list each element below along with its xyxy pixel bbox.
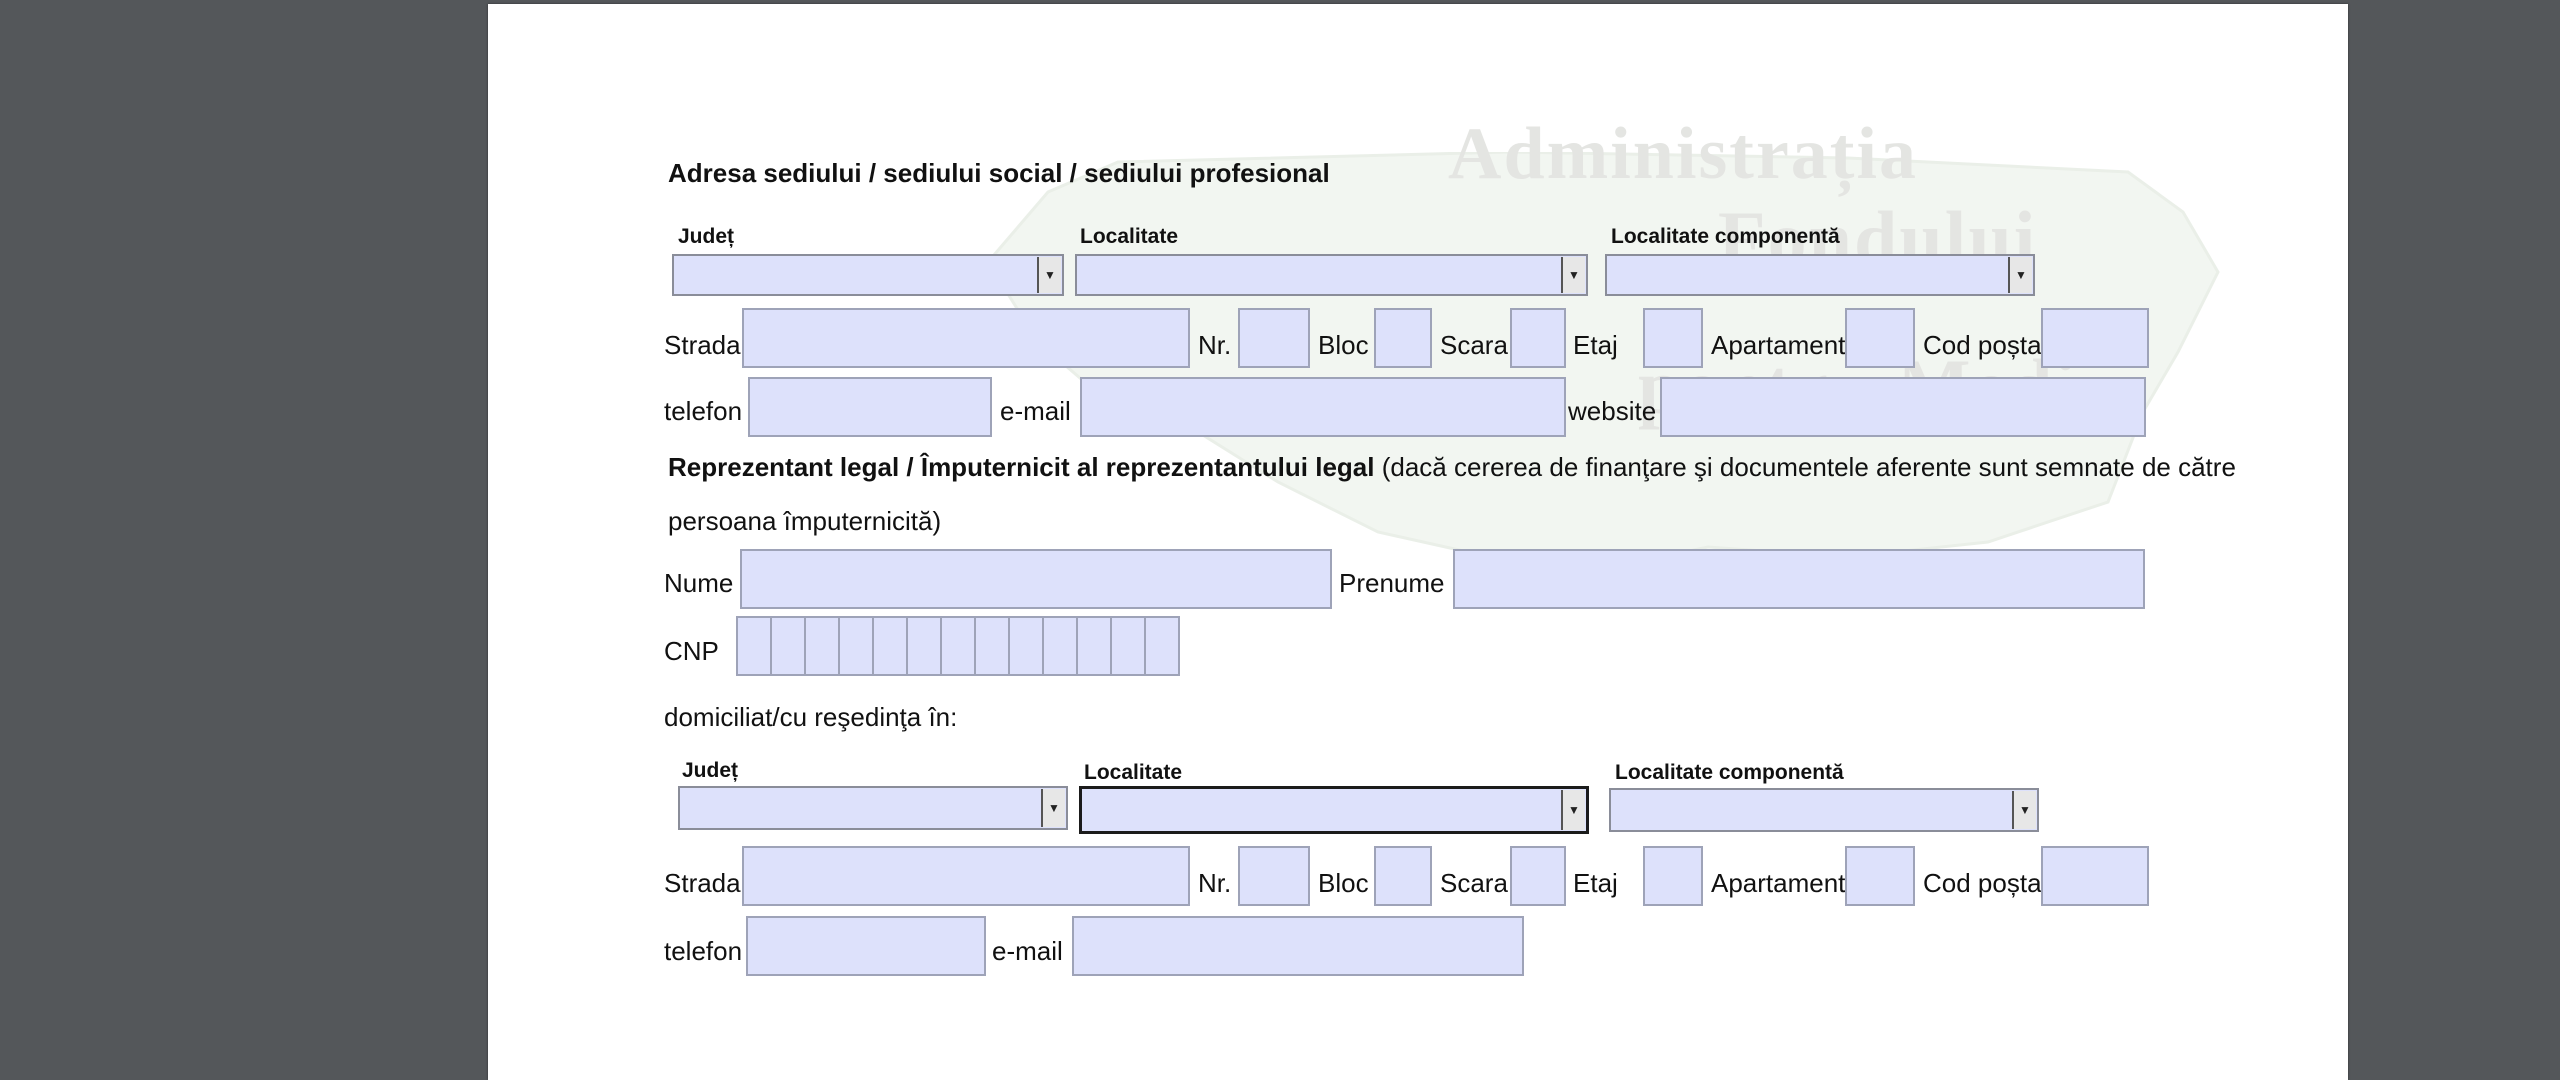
localitate-label-2: Localitate xyxy=(1084,761,1183,784)
scara-label-2: Scara xyxy=(1440,868,1508,898)
cnp-digit-field[interactable] xyxy=(804,616,840,676)
bloc-field[interactable] xyxy=(1374,308,1432,368)
nr-field-2[interactable] xyxy=(1238,846,1310,906)
localitate-select[interactable]: ▼ xyxy=(1075,254,1588,296)
cod-postal-field-2[interactable] xyxy=(2041,846,2149,906)
prenume-label: Prenume xyxy=(1339,568,1445,598)
cnp-digit-field[interactable] xyxy=(1076,616,1112,676)
localitate-componenta-select[interactable]: ▼ xyxy=(1605,254,2035,296)
nume-field[interactable] xyxy=(740,549,1332,609)
domiciliu-label: domiciliat/cu reşedinţa în: xyxy=(664,702,958,732)
strada-field-2[interactable] xyxy=(742,846,1190,906)
cnp-digit-field[interactable] xyxy=(770,616,806,676)
nr-label: Nr. xyxy=(1198,330,1232,360)
email-field-2[interactable] xyxy=(1072,916,1524,976)
judet-label: Județ xyxy=(678,225,735,248)
representative-title-line2: persoana împuternicită) xyxy=(668,506,942,536)
nume-label: Nume xyxy=(664,568,734,598)
judet-label-2: Județ xyxy=(682,759,739,782)
email-field[interactable] xyxy=(1080,377,1566,437)
chevron-down-icon[interactable]: ▼ xyxy=(2008,257,2032,293)
etaj-field-2[interactable] xyxy=(1643,846,1703,906)
localitate-select-2[interactable]: ▼ xyxy=(1079,786,1589,834)
apartament-label: Apartament xyxy=(1711,330,1846,360)
website-label: website xyxy=(1568,396,1657,426)
strada-field[interactable] xyxy=(742,308,1190,368)
document-page: Administrația Fondului pentru Mediu Adre… xyxy=(488,4,2348,1080)
chevron-down-icon[interactable]: ▼ xyxy=(2012,791,2036,829)
bloc-field-2[interactable] xyxy=(1374,846,1432,906)
prenume-field[interactable] xyxy=(1453,549,2145,609)
nr-field[interactable] xyxy=(1238,308,1310,368)
apartament-field-2[interactable] xyxy=(1845,846,1915,906)
bloc-label-2: Bloc xyxy=(1318,868,1369,898)
chevron-down-icon[interactable]: ▼ xyxy=(1041,789,1065,827)
localitate-componenta-label: Localitate componentă xyxy=(1611,225,1840,248)
representative-title-rest: (dacă cererea de finanţare şi documentel… xyxy=(1381,452,2236,482)
localitate-componenta-select-2[interactable]: ▼ xyxy=(1609,788,2039,832)
scara-field-2[interactable] xyxy=(1510,846,1566,906)
localitate-componenta-label-2: Localitate componentă xyxy=(1615,761,1844,784)
email-label: e-mail xyxy=(1000,396,1071,426)
cnp-digit-field[interactable] xyxy=(1008,616,1044,676)
localitate-label: Localitate xyxy=(1080,225,1179,248)
cnp-digit-field[interactable] xyxy=(1144,616,1180,676)
cnp-digit-field[interactable] xyxy=(1110,616,1146,676)
strada-label: Strada xyxy=(664,330,741,360)
cnp-digit-field[interactable] xyxy=(838,616,874,676)
cnp-digit-field[interactable] xyxy=(1042,616,1078,676)
apartament-field[interactable] xyxy=(1845,308,1915,368)
chevron-down-icon[interactable]: ▼ xyxy=(1561,790,1585,830)
section-title-representative: Reprezentant legal / Împuternicit al rep… xyxy=(668,454,2236,480)
chevron-down-icon[interactable]: ▼ xyxy=(1561,257,1585,293)
cnp-digit-field[interactable] xyxy=(736,616,772,676)
scara-field[interactable] xyxy=(1510,308,1566,368)
strada-label-2: Strada xyxy=(664,868,741,898)
website-field[interactable] xyxy=(1660,377,2146,437)
judet-select-2[interactable]: ▼ xyxy=(678,786,1068,830)
cod-postal-label: Cod poștal xyxy=(1923,330,2048,360)
scara-label: Scara xyxy=(1440,330,1508,360)
telefon-label-2: telefon xyxy=(664,936,743,966)
apartament-label-2: Apartament xyxy=(1711,868,1846,898)
cnp-digit-field[interactable] xyxy=(940,616,976,676)
etaj-label: Etaj xyxy=(1573,330,1618,360)
cnp-label: CNP xyxy=(664,636,719,666)
chevron-down-icon[interactable]: ▼ xyxy=(1037,257,1061,293)
watermark-line1: Administrația xyxy=(1448,113,1918,195)
judet-select[interactable]: ▼ xyxy=(672,254,1064,296)
etaj-field[interactable] xyxy=(1643,308,1703,368)
cnp-digit-field[interactable] xyxy=(974,616,1010,676)
cnp-digit-field[interactable] xyxy=(872,616,908,676)
bloc-label: Bloc xyxy=(1318,330,1369,360)
etaj-label-2: Etaj xyxy=(1573,868,1618,898)
email-label-2: e-mail xyxy=(992,936,1063,966)
representative-title-bold: Reprezentant legal / Împuternicit al rep… xyxy=(668,452,1375,482)
cnp-digit-field[interactable] xyxy=(906,616,942,676)
telefon-field-2[interactable] xyxy=(746,916,986,976)
telefon-label: telefon xyxy=(664,396,743,426)
section-title-address: Adresa sediului / sediului social / sedi… xyxy=(668,158,1330,188)
cod-postal-label-2: Cod poștal xyxy=(1923,868,2048,898)
nr-label-2: Nr. xyxy=(1198,868,1232,898)
cod-postal-field[interactable] xyxy=(2041,308,2149,368)
telefon-field[interactable] xyxy=(748,377,992,437)
cnp-input-group[interactable] xyxy=(736,616,1180,676)
